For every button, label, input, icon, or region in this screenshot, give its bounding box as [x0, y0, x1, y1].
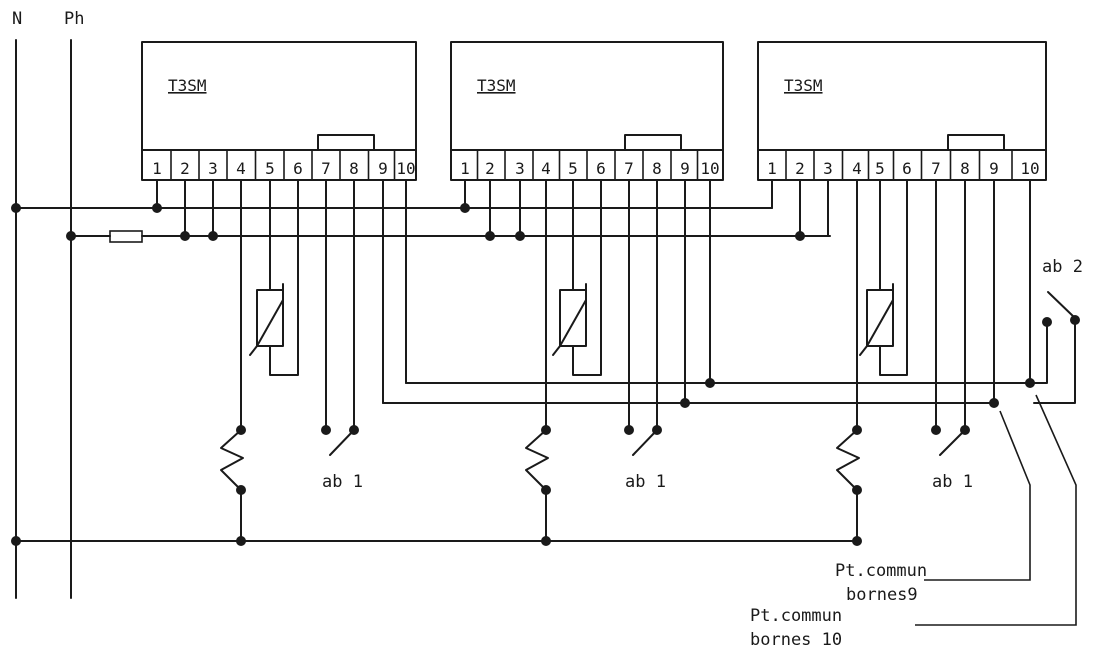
- terminal-number: 9: [378, 159, 388, 178]
- junction-dot: [989, 398, 999, 408]
- common10-label: bornes 10: [750, 630, 842, 650]
- terminal-number: 3: [515, 159, 525, 178]
- terminal-3-wire: [799, 179, 829, 237]
- switch-ab1-contact: [632, 429, 658, 456]
- switch-ab1-label: ab 1: [625, 472, 666, 492]
- terminal-number: 2: [795, 159, 805, 178]
- junction-dot: [208, 231, 218, 241]
- terminal-number: 5: [568, 159, 578, 178]
- junction-dot: [66, 231, 76, 241]
- junction-dot: [180, 231, 190, 241]
- thermistor-slash: [859, 283, 894, 356]
- connector-tab: [947, 134, 1005, 151]
- terminal-number: 5: [875, 159, 885, 178]
- terminal-number: 9: [989, 159, 999, 178]
- common9-label: bornes9: [846, 585, 918, 605]
- junction-dot: [460, 203, 470, 213]
- junction-dot: [152, 203, 162, 213]
- phase-label: Ph: [64, 9, 84, 29]
- thermistor-slash: [552, 283, 587, 356]
- terminal-number: 10: [1020, 159, 1039, 178]
- ab2-right-wire: [1033, 319, 1076, 404]
- heating-resistor-icon: [220, 429, 244, 491]
- terminal-number: 3: [823, 159, 833, 178]
- terminal-number: 9: [680, 159, 690, 178]
- module-title: T3SM: [784, 76, 823, 95]
- switch-ab2-label: ab 2: [1042, 257, 1083, 277]
- neutral-label: N: [12, 9, 22, 29]
- terminal-number: 8: [652, 159, 662, 178]
- terminal-number: 7: [321, 159, 331, 178]
- common10-label: Pt.commun: [750, 606, 842, 626]
- switch-ab2-contact: [1047, 291, 1076, 319]
- switch-ab1-label: ab 1: [932, 472, 973, 492]
- junction-dot: [321, 425, 331, 435]
- connector-tab: [624, 134, 682, 151]
- junction-dot: [541, 536, 551, 546]
- module-housing: [757, 41, 1047, 181]
- terminal-number: 6: [902, 159, 912, 178]
- terminal-number: 5: [265, 159, 275, 178]
- terminal-number: 4: [236, 159, 246, 178]
- switch-ab1-label: ab 1: [322, 472, 363, 492]
- junction-dot: [11, 536, 21, 546]
- junction-dot: [852, 536, 862, 546]
- junction-dot: [1042, 317, 1052, 327]
- module-title: T3SM: [477, 76, 516, 95]
- terminal-6-wire: [572, 179, 602, 376]
- junction-dot: [931, 425, 941, 435]
- junction-dot: [485, 231, 495, 241]
- fuse: [109, 230, 143, 243]
- module-title: T3SM: [168, 76, 207, 95]
- terminal-number: 2: [180, 159, 190, 178]
- terminal-number: 1: [767, 159, 777, 178]
- connector-tab: [317, 134, 375, 151]
- common9-leader: [924, 410, 1031, 581]
- heating-resistor-icon: [836, 429, 860, 491]
- switch-ab1-contact: [329, 429, 355, 456]
- junction-dot: [1070, 315, 1080, 325]
- terminal-number: 8: [349, 159, 359, 178]
- terminal-6-wire: [269, 179, 299, 376]
- terminal-number: 4: [541, 159, 551, 178]
- terminal-number: 8: [960, 159, 970, 178]
- terminal-number: 3: [208, 159, 218, 178]
- common9-label: Pt.commun: [835, 561, 927, 581]
- junction-dot: [236, 536, 246, 546]
- terminal-number: 1: [152, 159, 162, 178]
- junction-dot: [624, 425, 634, 435]
- terminal-number: 6: [596, 159, 606, 178]
- terminal-number: 1: [460, 159, 470, 178]
- terminal-number: 7: [931, 159, 941, 178]
- terminal-number: 10: [700, 159, 719, 178]
- thermistor-slash: [249, 283, 284, 356]
- ab2-left-wire: [1029, 321, 1048, 384]
- junction-dot: [515, 231, 525, 241]
- common10-leader: [915, 394, 1077, 626]
- switch-ab1-contact: [939, 429, 966, 456]
- terminal-6-wire: [879, 179, 908, 376]
- terminal-number: 2: [485, 159, 495, 178]
- heating-resistor-icon: [525, 429, 549, 491]
- module-housing: [141, 41, 417, 181]
- junction-dot: [795, 231, 805, 241]
- terminal-number: 10: [396, 159, 415, 178]
- terminal-number: 6: [293, 159, 303, 178]
- junction-dot: [11, 203, 21, 213]
- terminal-number: 4: [852, 159, 862, 178]
- terminal-number: 7: [624, 159, 634, 178]
